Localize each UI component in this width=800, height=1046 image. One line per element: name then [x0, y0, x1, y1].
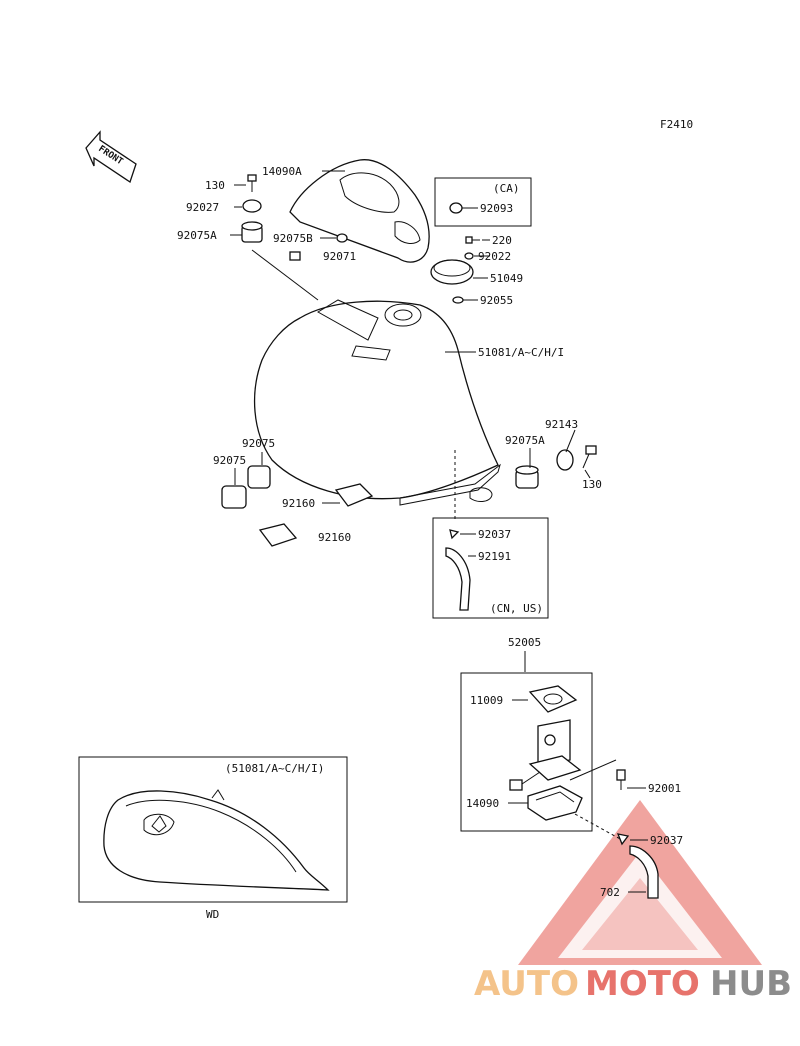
clamp-92037-top-icon — [449, 529, 460, 540]
hose-702-icon — [629, 845, 659, 899]
figure-code: F2410 — [660, 118, 693, 131]
fuel-tank-icon — [254, 299, 501, 506]
watermark-moto: MOTO — [585, 964, 700, 1004]
label-92071: 92071 — [323, 250, 356, 263]
watermark-hub: HUB — [710, 964, 792, 1004]
clip-92160-a-icon — [334, 483, 374, 507]
label-11009: 11009 — [470, 694, 503, 707]
label-92022: 92022 — [478, 250, 511, 263]
tank-wd-inset-icon — [103, 789, 330, 891]
ca-variant-box — [434, 177, 532, 227]
watermark-text: AUTO MOTO HUB — [474, 964, 792, 1004]
label-92037-bottom: 92037 — [650, 834, 683, 847]
gasket-11009-icon — [528, 685, 578, 713]
bolt-92001-icon — [616, 769, 626, 790]
label-92075-b: 92075 — [213, 454, 246, 467]
washer-92022-icon — [464, 252, 474, 260]
label-92143: 92143 — [545, 418, 578, 431]
connector-icon — [509, 771, 541, 791]
hose-92191-icon — [445, 547, 471, 611]
damper-92075-a-icon — [247, 465, 271, 489]
label-92160-a: 92160 — [282, 497, 315, 510]
oring-92055-icon — [452, 296, 464, 304]
label-92075A-left: 92075A — [177, 229, 217, 242]
inset-caption: WD — [206, 908, 219, 921]
label-130-right: 130 — [582, 478, 602, 491]
bracket-14090-icon — [527, 785, 583, 821]
washer-92027-icon — [242, 199, 262, 213]
label-92037-top: 92037 — [478, 528, 511, 541]
fuel-pump-icon — [528, 719, 582, 781]
watermark-auto: AUTO — [474, 964, 579, 1004]
ca-box-title: (CA) — [493, 182, 520, 195]
label-702: 702 — [600, 886, 620, 899]
bolt-130-icon — [247, 174, 257, 192]
label-92027: 92027 — [186, 201, 219, 214]
bolt-130-right-icon — [582, 445, 597, 469]
clip-92075B-icon — [289, 251, 301, 261]
label-92075B: 92075B — [273, 232, 313, 245]
clip-92160-b-icon — [258, 523, 298, 547]
washer-92143-icon — [556, 449, 574, 471]
cn-us-variant-box — [432, 517, 549, 619]
damper-92075A-icon — [241, 221, 263, 243]
label-14090: 14090 — [466, 797, 499, 810]
nut-92093-icon — [449, 202, 463, 214]
label-51049: 51049 — [490, 272, 523, 285]
console-cover-icon — [289, 159, 430, 263]
label-92075A-right: 92075A — [505, 434, 545, 447]
label-52005: 52005 — [508, 636, 541, 649]
fuel-cap-51049-icon — [430, 259, 474, 285]
damper-92075A-right-icon — [515, 465, 539, 489]
nut-92071-icon — [336, 233, 348, 243]
label-92075-a: 92075 — [242, 437, 275, 450]
watermark-triangle — [518, 800, 762, 965]
label-92191: 92191 — [478, 550, 511, 563]
label-14090A: 14090A — [262, 165, 302, 178]
front-arrow-icon: FRONT — [85, 130, 137, 184]
inset-box — [78, 756, 348, 903]
label-92160-b: 92160 — [318, 531, 351, 544]
label-220: 220 — [492, 234, 512, 247]
label-51081: 51081/A~C/H/I — [478, 346, 564, 359]
label-92001: 92001 — [648, 782, 681, 795]
clamp-92037-bottom-icon — [616, 833, 630, 846]
screw-220-icon — [465, 236, 480, 244]
cn-us-box-title: (CN, US) — [490, 602, 543, 615]
label-92055: 92055 — [480, 294, 513, 307]
pump-assembly-box — [460, 672, 593, 832]
inset-title: (51081/A~C/H/I) — [225, 762, 324, 775]
label-92093: 92093 — [480, 202, 513, 215]
damper-92075-b-icon — [221, 485, 247, 509]
label-130-top: 130 — [205, 179, 225, 192]
